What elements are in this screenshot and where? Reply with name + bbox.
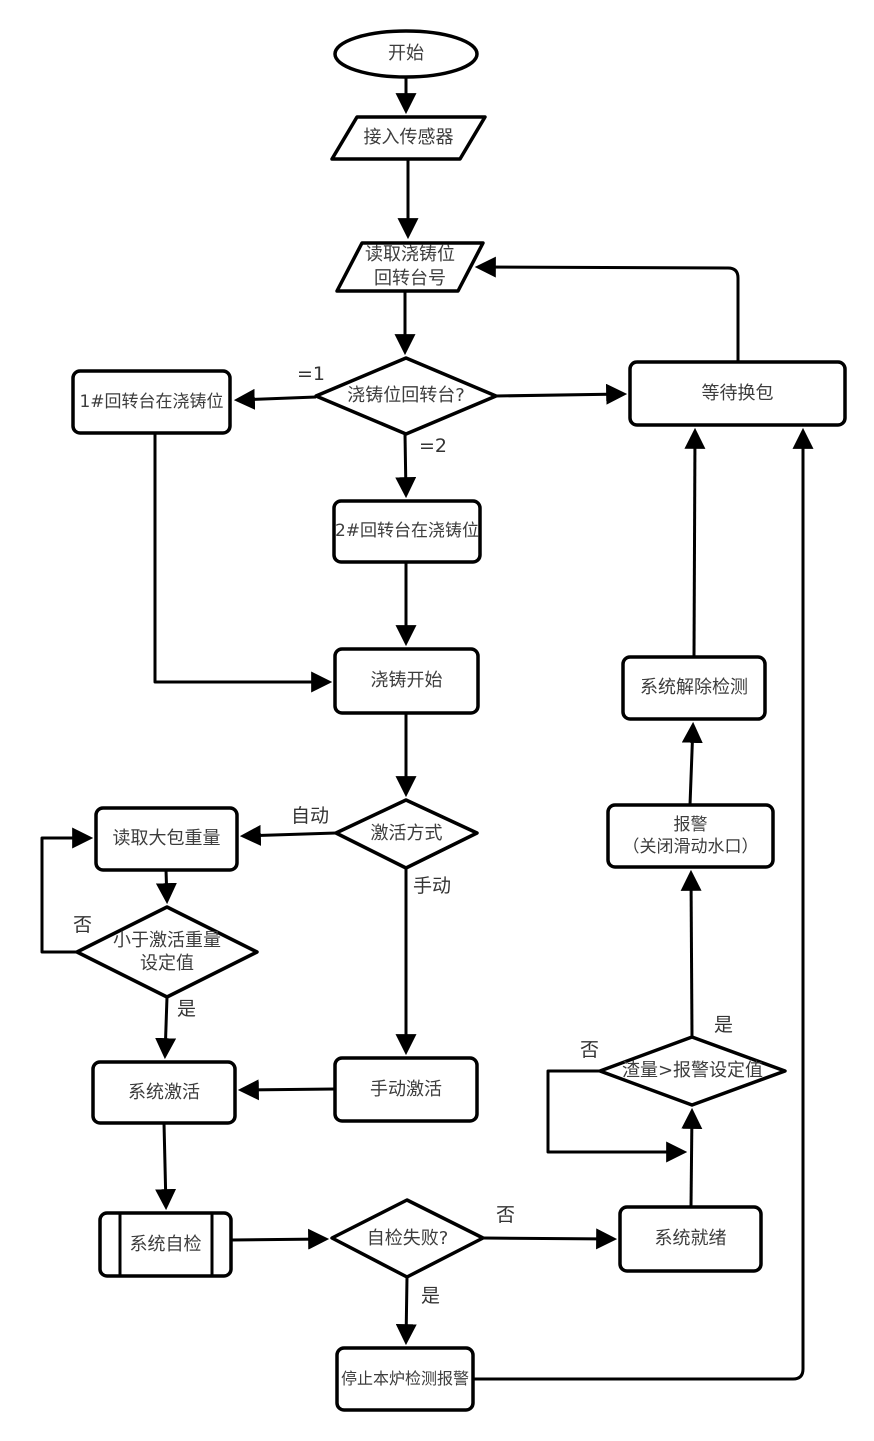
self-check-failed-diamond (330, 1198, 485, 1279)
edge-below-check-yes-to-activate (155, 996, 177, 1060)
system-release-detect-process-shape (621, 655, 767, 721)
system-ready-process-shape (618, 1205, 763, 1273)
edge-decision-eq1-to-turntable1 (233, 388, 317, 410)
edge-wait-ladle-to-read-feedback (474, 256, 740, 362)
alarm-close-nozzle-process-shape (606, 803, 775, 869)
read-ladle-weight-process-shape (94, 806, 239, 872)
edge-mode-auto-to-read-weight (239, 824, 337, 846)
edge-turntable1-to-casting (153, 433, 333, 693)
system-self-check-inner-lines (118, 1213, 214, 1276)
edge-fail-no-to-system-ready (482, 1228, 618, 1250)
edge-self-check-to-fail-check (230, 1228, 330, 1250)
system-activate-process-shape (91, 1060, 237, 1125)
edge-slag-no-loop (546, 1069, 688, 1163)
edge-stop-alarm-to-wait-ladle (473, 427, 814, 1381)
connect-sensor-io-shape (330, 115, 487, 161)
below-activation-weight-diamond (75, 905, 259, 999)
edge-activate-to-self-check (155, 1122, 177, 1211)
node-shapes (71, 29, 847, 1412)
start-terminator-shape (333, 29, 479, 79)
edge-read-weight-to-below-check (155, 869, 177, 905)
edge-ready-to-slag-check (681, 1107, 703, 1208)
activation-mode-diamond (334, 798, 479, 870)
slag-over-alarm-diamond (598, 1035, 787, 1107)
edge-slag-yes-to-alarm (680, 869, 702, 1038)
read-turntable-io-shape (335, 241, 485, 293)
wait-ladle-change-process-shape (628, 360, 847, 427)
turntable-decision-diamond (314, 356, 498, 436)
edges (40, 77, 814, 1381)
system-self-check-predefined-shape (98, 1211, 233, 1278)
edge-below-check-no-loop (40, 827, 94, 954)
edge-decision-eq2-to-turntable2 (395, 433, 417, 499)
manual-activate-process-shape (333, 1056, 479, 1123)
edge-decision-to-wait-ladle (495, 383, 628, 405)
edge-release-to-wait-ladle (684, 427, 706, 658)
turntable1-process-shape (71, 369, 232, 435)
edge-fail-yes-to-stop-alarm (395, 1276, 417, 1346)
stop-furnace-alarm-process-shape (335, 1346, 475, 1412)
edge-manual-activate-to-system-activate (237, 1079, 336, 1101)
edge-alarm-to-release (681, 721, 703, 806)
casting-start-process-shape (333, 647, 480, 715)
turntable2-process-shape (332, 499, 482, 564)
